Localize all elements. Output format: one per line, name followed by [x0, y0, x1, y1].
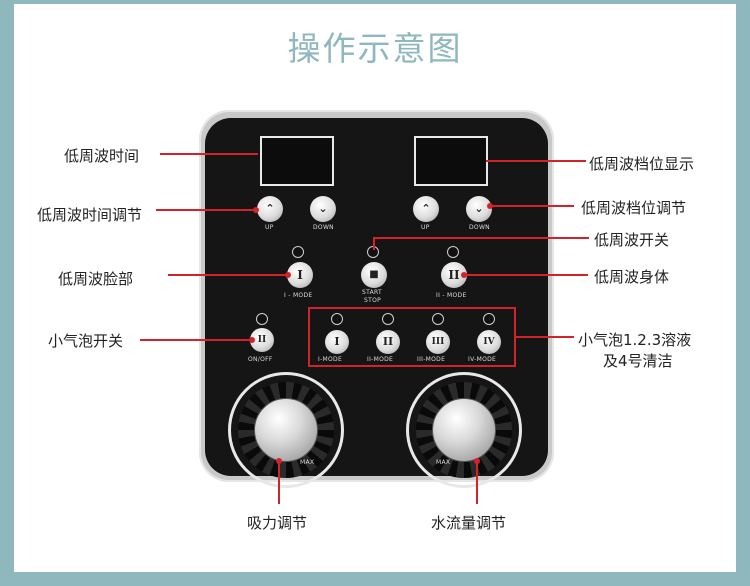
body-mode-led [447, 246, 459, 258]
mode-ii-led [382, 313, 394, 325]
bubble-mode-highlight [308, 307, 516, 367]
level-down-caption: DOWN [469, 224, 490, 231]
start-caption: START [362, 289, 383, 296]
mode-iv-button[interactable]: IV [477, 330, 501, 354]
pointer-line [490, 205, 574, 207]
mode-ii-button[interactable]: II [376, 330, 400, 354]
level-up-caption: UP [421, 224, 430, 231]
pointer-line [160, 153, 258, 155]
mode-i-led [331, 313, 343, 325]
label-water-flow-adjust: 水流量调节 [431, 514, 507, 532]
pointer-line [168, 274, 288, 276]
mode-iv-led [483, 313, 495, 325]
suction-knob-ring [228, 372, 344, 488]
pointer-dot [253, 207, 259, 213]
face-mode-caption: I - MODE [284, 292, 313, 299]
right-edge-mark [744, 65, 750, 77]
pointer-dot [285, 272, 291, 278]
suction-knob[interactable] [254, 398, 318, 462]
pointer-line [156, 209, 256, 211]
time-down-button[interactable]: ⌄ [310, 196, 336, 222]
pointer-dot [249, 337, 255, 343]
label-low-freq-level-adjust: 低周波档位调节 [581, 199, 687, 217]
on-off-caption: ON/OFF [248, 356, 273, 363]
suction-max-caption: MAX [300, 459, 315, 466]
pointer-line [464, 274, 588, 276]
time-up-caption: UP [265, 224, 274, 231]
right-edge-mark [744, 40, 750, 52]
label-suction-adjust: 吸力调节 [247, 514, 308, 532]
pointer-line [486, 160, 586, 162]
left-edge-mark [0, 175, 6, 187]
mode-ii-caption: II-MODE [367, 356, 394, 363]
mode-iii-button[interactable]: III [426, 330, 450, 354]
pointer-line [373, 238, 375, 250]
label-low-freq-time: 低周波时间 [64, 147, 140, 165]
face-mode-led [292, 246, 304, 258]
body-mode-caption: II - MODE [436, 292, 467, 299]
time-up-button[interactable]: ⌃ [257, 196, 283, 222]
water-max-caption: MAX [436, 459, 451, 466]
mode-iii-caption: III-MODE [417, 356, 446, 363]
time-display-screen [260, 136, 334, 186]
label-low-freq-time-adjust: 低周波时间调节 [37, 206, 143, 224]
pointer-line [476, 462, 478, 504]
level-up-button[interactable]: ⌃ [413, 196, 439, 222]
label-bubble-solution-line2: 及4号清洁 [603, 352, 673, 370]
stop-caption: STOP [364, 297, 382, 304]
mode-i-caption: I-MODE [318, 356, 343, 363]
left-edge-mark [0, 145, 6, 157]
label-low-freq-body: 低周波身体 [594, 268, 670, 286]
mode-iv-caption: IV-MODE [468, 356, 497, 363]
water-knob-ring [406, 372, 522, 488]
level-down-button[interactable]: ⌄ [466, 196, 492, 222]
mode-iii-led [432, 313, 444, 325]
label-low-freq-face: 低周波脸部 [58, 270, 134, 288]
pointer-line [516, 336, 574, 338]
pointer-line [140, 339, 252, 341]
bubble-led [256, 313, 268, 325]
page-title: 操作示意图 [287, 29, 463, 68]
start-stop-button[interactable]: ■ [361, 262, 387, 288]
label-bubble-solution-line1: 小气泡1.2.3溶液 [578, 331, 692, 349]
face-mode-button[interactable]: I [287, 262, 313, 288]
mode-i-button[interactable]: I [325, 330, 349, 354]
pointer-dot [474, 458, 480, 464]
label-bubble-switch: 小气泡开关 [48, 332, 124, 350]
label-low-freq-switch: 低周波开关 [594, 231, 670, 249]
pointer-line [373, 237, 589, 239]
level-display-screen [414, 136, 488, 186]
time-down-caption: DOWN [313, 224, 334, 231]
pointer-line [278, 462, 280, 504]
label-low-freq-level-display: 低周波档位显示 [589, 155, 695, 173]
water-knob[interactable] [432, 398, 496, 462]
pointer-dot [276, 458, 282, 464]
